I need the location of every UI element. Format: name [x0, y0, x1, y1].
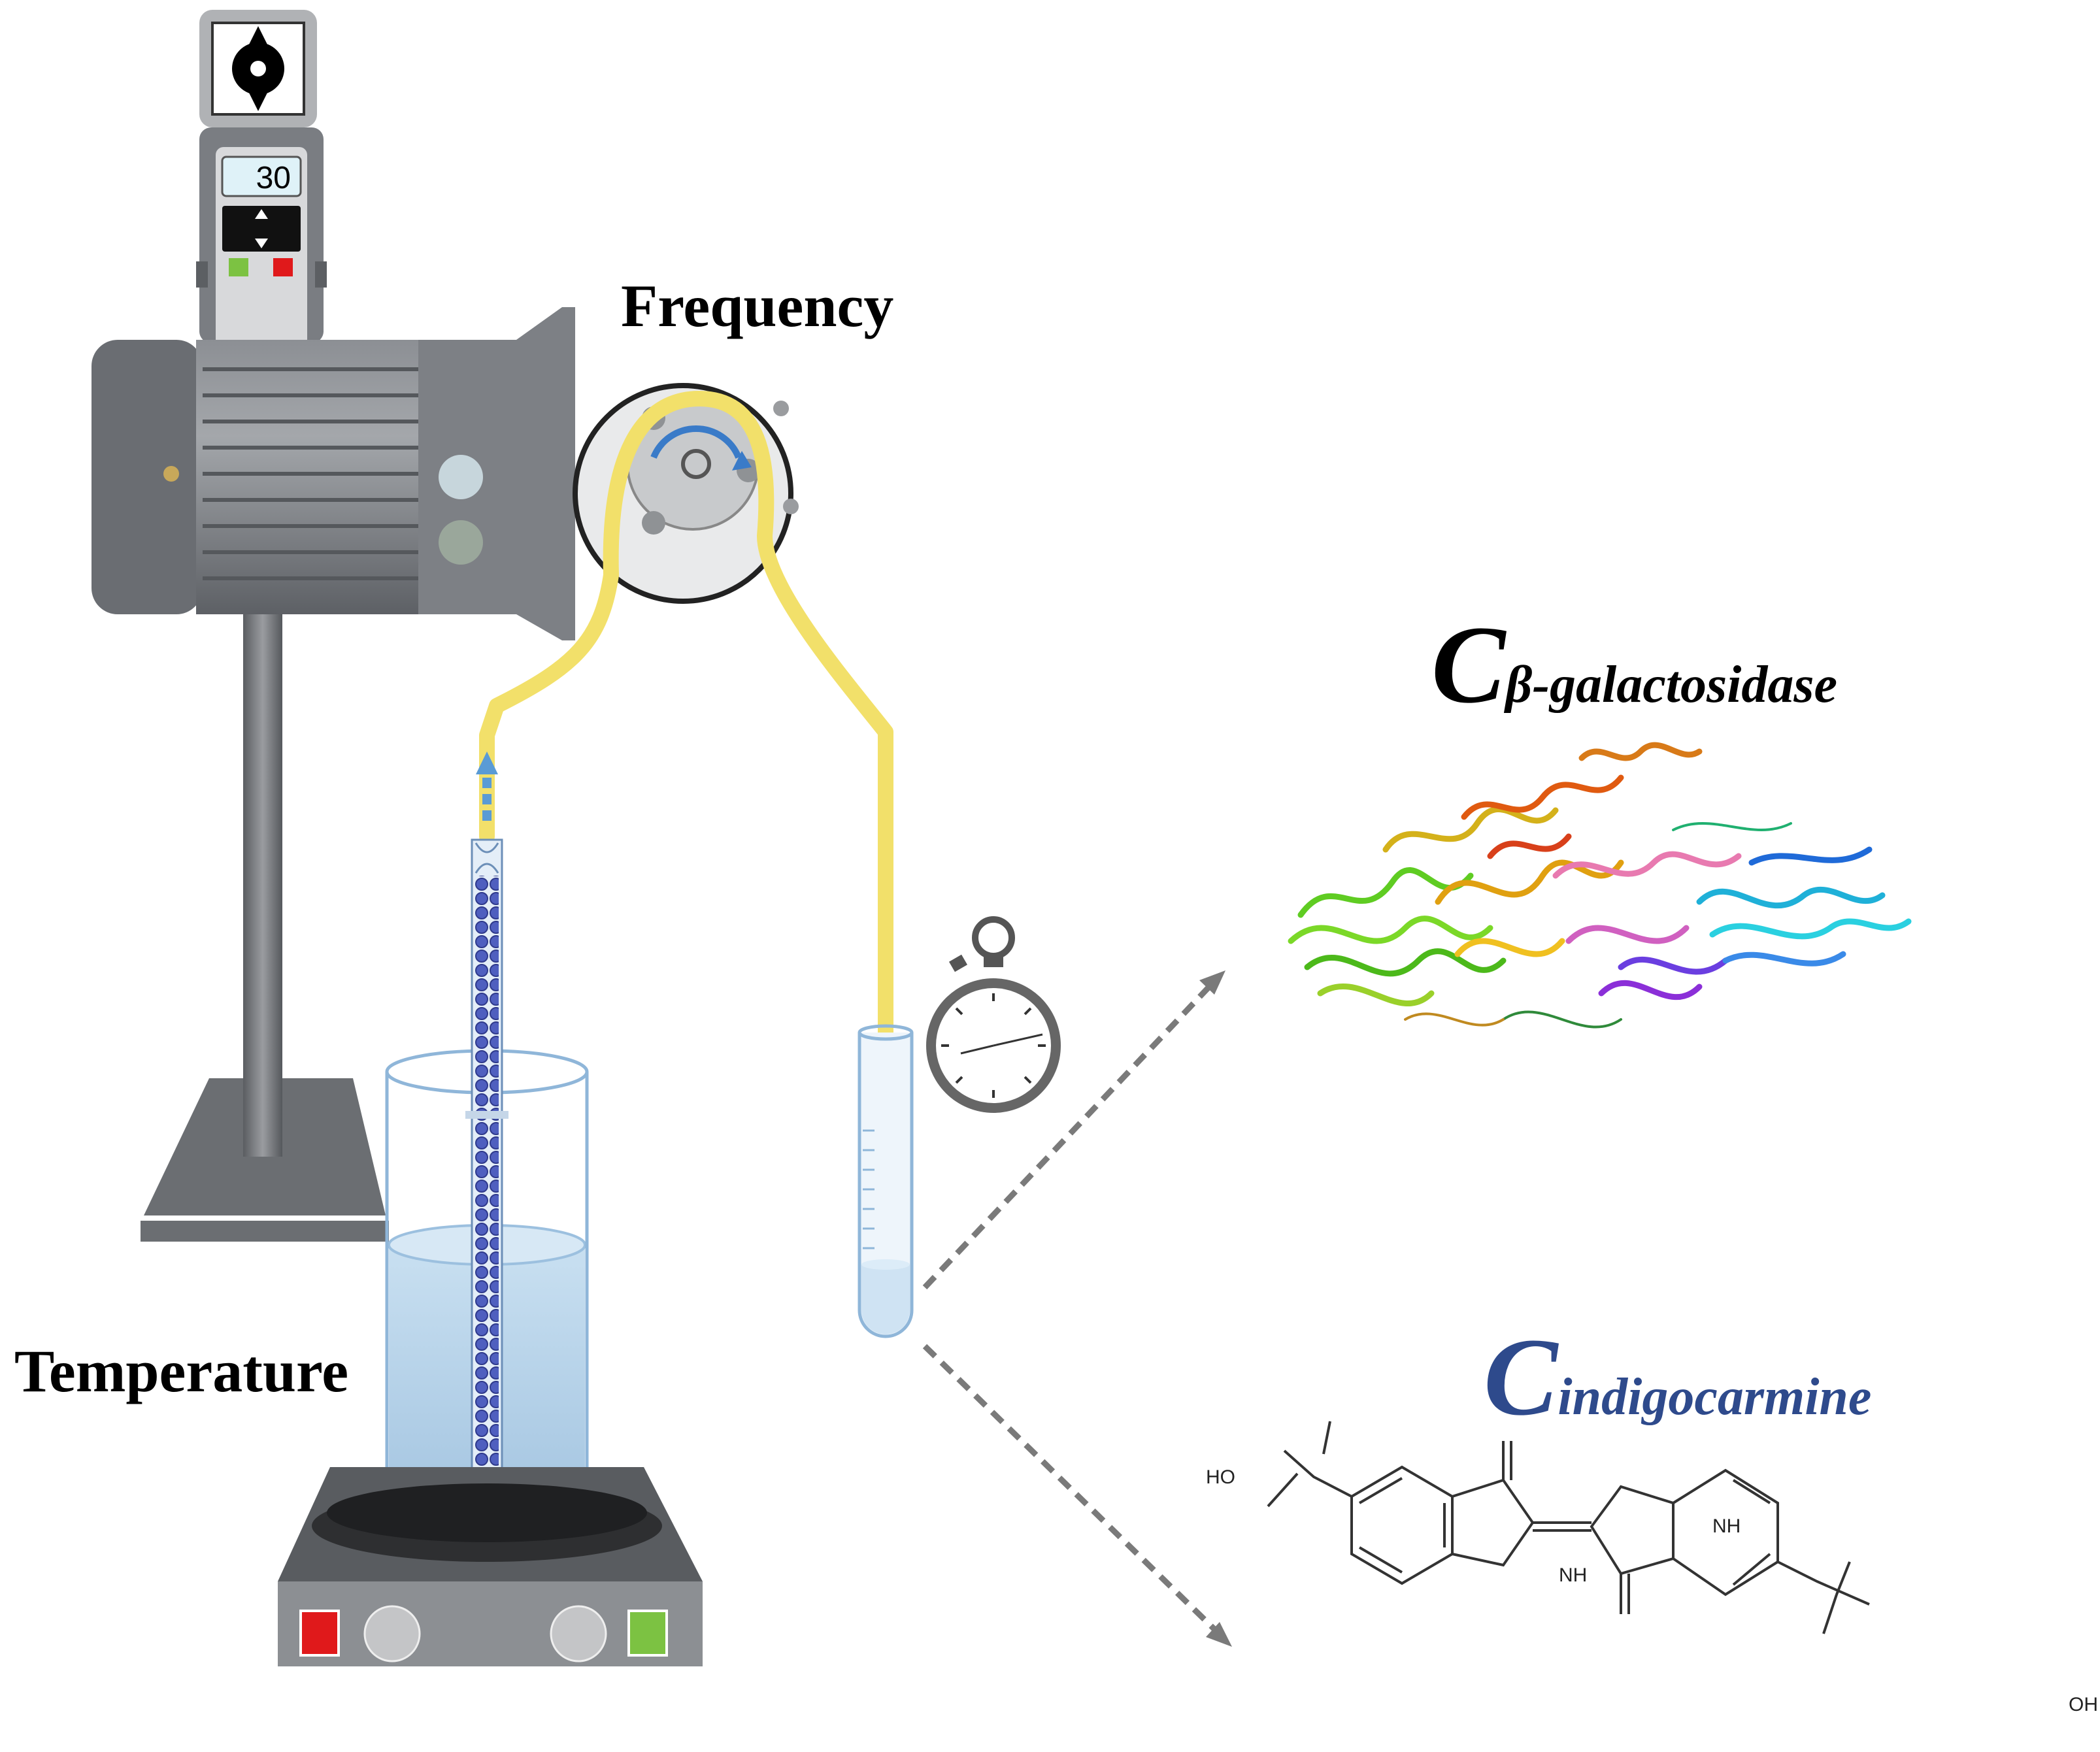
stirrer-heat-button[interactable] — [627, 1610, 668, 1657]
temperature-label: Temperature — [14, 1338, 349, 1404]
magnetic-stirrer — [278, 1467, 703, 1666]
controller-display — [221, 156, 302, 197]
beta-subscript: β-galactosidase — [1505, 656, 1837, 714]
beta-galactosidase-concentration-label: Cβ-galactosidase — [1431, 601, 1837, 729]
controller-display-value: 30 — [256, 161, 291, 195]
dashed-arrow-to-dye — [922, 1344, 1232, 1647]
stirrer-temperature-knob[interactable] — [550, 1605, 607, 1662]
rotation-arrow-icon — [650, 425, 742, 459]
controller-stop-button[interactable] — [273, 258, 293, 276]
column-beads — [475, 876, 499, 1477]
stand-pole — [243, 588, 282, 1157]
frequency-label: Frequency — [621, 273, 894, 339]
stand-base-plate — [141, 1221, 389, 1242]
arrow-down-icon[interactable] — [255, 239, 268, 248]
stirrer-speed-knob[interactable] — [363, 1605, 421, 1662]
packed-column — [465, 838, 508, 1495]
collection-tube — [858, 1024, 914, 1338]
molecule-nh-bottom-label: NH — [1559, 1564, 1587, 1586]
stopwatch-icon — [926, 916, 1061, 1113]
beta-galactosidase-structure — [1288, 742, 1912, 1029]
controller-start-button[interactable] — [229, 258, 248, 276]
indigo-carmine-structure: HO NH NH OH — [1206, 1421, 2098, 1715]
rotation-dial-icon — [232, 26, 284, 111]
peristaltic-pump-motor — [92, 307, 575, 640]
indigo-carmine-concentration-label: Cindigocarmine — [1484, 1314, 1871, 1441]
support-stand — [141, 588, 389, 1242]
pump-tubing — [479, 391, 893, 1066]
beta-symbol: C — [1431, 603, 1506, 726]
molecule-oh-label: OH — [2069, 1694, 2098, 1715]
controller-keypad — [222, 206, 301, 252]
arrow-up-icon[interactable] — [255, 209, 268, 219]
dashed-arrow-to-enzyme — [922, 970, 1225, 1290]
molecule-nh-top-label: NH — [1712, 1515, 1741, 1537]
indigo-symbol: C — [1484, 1315, 1558, 1438]
stirrer-power-button[interactable] — [299, 1610, 340, 1657]
molecule-ho-label: HO — [1206, 1466, 1235, 1488]
flow-arrow-up-icon — [476, 752, 498, 821]
indigo-subscript: indigocarmine — [1558, 1368, 1872, 1426]
speed-controller: 30 — [196, 10, 327, 350]
